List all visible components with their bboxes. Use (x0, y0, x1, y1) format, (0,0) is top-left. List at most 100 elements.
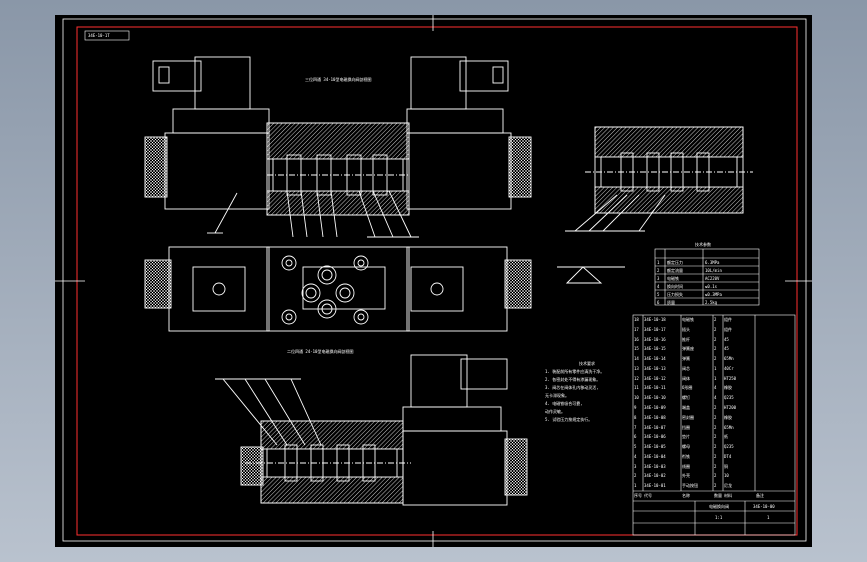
parts-cell: 尼龙 (724, 483, 732, 489)
note-line: 5. 试验压力按规定执行。 (545, 417, 593, 422)
parts-cell: 34E-10-10 (644, 395, 666, 401)
drawing-number: 34E-10-00 (753, 504, 775, 509)
parts-cell: 34E-10-02 (644, 473, 666, 479)
parts-cell: 34E-10-03 (644, 463, 666, 469)
parts-header-cell: 代号 (644, 493, 652, 498)
parts-cell: 34E-10-01 (644, 483, 666, 489)
param-cell: 额定流量 (667, 268, 683, 273)
parts-cell: 34E-10-13 (644, 365, 666, 371)
parts-header-cell: 备注 (756, 493, 764, 498)
parts-header-cell: 数量 (714, 493, 722, 498)
parts-header-cell: 名称 (682, 493, 690, 498)
parts-cell: DT4 (724, 453, 732, 459)
parts-cell: HT250 (724, 375, 737, 381)
parts-cell: 34E-10-17 (644, 326, 666, 332)
param-cell: 额定压力 (667, 260, 683, 265)
tag-label: 34E-10-1T (88, 33, 110, 38)
parts-cell: 推杆 (682, 336, 690, 342)
parts-cell: 2 (714, 444, 717, 450)
parts-cell: 15 (634, 346, 639, 352)
parts-cell: 1 (714, 365, 717, 371)
top-view (144, 246, 532, 332)
tag-box (84, 30, 130, 41)
parts-cell: 40Cr (724, 365, 734, 371)
param-cell: ≤0.1s (705, 284, 718, 289)
parts-cell: Q235 (724, 444, 734, 450)
parts-cell: 插头 (682, 326, 690, 332)
parts-cell: 2 (714, 473, 717, 479)
param-cell: 2 (657, 268, 660, 273)
parts-cell: 34E-10-04 (644, 453, 666, 459)
parts-cell: Q235 (724, 395, 734, 401)
parts-cell: 9 (634, 405, 637, 410)
parts-cell: 10 (634, 395, 639, 401)
param-cell: 3 (657, 276, 660, 281)
parts-cell: HT200 (724, 405, 737, 410)
parts-cell: 4 (634, 453, 637, 459)
drawing-sheet: 1 (767, 515, 770, 520)
assembly-drawing[interactable] (55, 15, 812, 547)
notes-title: 技术要求 (579, 361, 595, 366)
parts-cell: 2 (714, 414, 717, 420)
parts-cell: 34E-10-11 (644, 385, 666, 391)
parts-cell: 2 (714, 317, 717, 322)
parts-cell: 34E-10-18 (644, 317, 666, 322)
param-cell: 5 (657, 292, 660, 297)
parts-cell: 2 (714, 356, 717, 362)
parts-cell: 34E-10-16 (644, 336, 666, 342)
parts-cell: 2 (634, 473, 637, 479)
param-cell: 1 (657, 260, 660, 265)
param-cell: 压力损失 (667, 292, 683, 297)
parts-cell: 铜 (724, 463, 728, 469)
parts-cell: 65Mn (724, 356, 734, 362)
bottom-section-view (215, 354, 528, 506)
param-cell: 质量 (667, 300, 675, 305)
parts-cell: 13 (634, 365, 639, 371)
parts-header-cell: 序号 (634, 493, 642, 498)
parts-cell: 10 (724, 473, 729, 479)
param-cell: ≤0.3MPa (705, 292, 722, 297)
note-line: 3. 阀芯在阀体孔内移动灵活, (545, 385, 599, 390)
parts-list-grid (632, 314, 796, 536)
parts-cell: 组件 (724, 326, 732, 332)
param-cell: AC220V (705, 276, 720, 281)
view-caption-bottom: 二位四通 24-10型电磁换向阀剖视图 (287, 349, 354, 354)
note-line: 1. 装配前所有零件应清洗干净。 (545, 369, 605, 374)
parts-cell: 组件 (724, 317, 732, 322)
parts-cell: 阀芯 (682, 365, 690, 371)
parts-cell: 电磁铁 (682, 317, 694, 322)
param-cell: 电磁铁 (667, 276, 679, 281)
parts-cell: 34E-10-09 (644, 405, 666, 410)
parts-cell: 2 (714, 434, 717, 440)
parts-cell: 螺钉 (682, 395, 690, 401)
parts-cell: 挡圈 (682, 424, 690, 430)
parts-cell: 5 (634, 444, 637, 450)
parts-cell: 8 (634, 414, 637, 420)
parts-cell: 34E-10-12 (644, 375, 666, 381)
parts-cell: 螺母 (682, 444, 690, 450)
parts-cell: 14 (634, 356, 639, 362)
note-line: 4. 电磁铁吸合可靠, (545, 401, 583, 406)
param-table-grid (654, 248, 760, 306)
parts-cell: 1 (634, 483, 637, 489)
parts-cell: 2 (714, 424, 717, 430)
parts-cell: 线圈 (682, 463, 690, 469)
view-caption-front: 三位四通 34-10型电磁换向阀剖视图 (305, 77, 372, 82)
parts-cell: 65Mn (724, 424, 734, 430)
note-line: 无卡滞现象。 (545, 393, 569, 398)
parts-cell: 橡胶 (724, 414, 732, 420)
parts-cell: 2 (714, 483, 717, 489)
cad-viewport[interactable]: 34E-10-1T 三位四通 34-10型电磁换向阀剖视图 二位四通 24-10… (55, 15, 812, 547)
parts-cell: 45 (724, 346, 729, 352)
parts-cell: 34E-10-08 (644, 414, 666, 420)
param-cell: 6 (657, 300, 660, 305)
parts-cell: 3 (634, 463, 637, 469)
parts-cell: 4 (714, 385, 717, 391)
parts-cell: 12 (634, 375, 639, 381)
parts-cell: 2 (714, 336, 717, 342)
param-cell: 2.5kg (705, 300, 718, 305)
parts-cell: 6 (634, 434, 637, 440)
parts-cell: 端盖 (682, 405, 690, 410)
parts-cell: 34E-10-06 (644, 434, 666, 440)
parts-header-cell: 材料 (724, 493, 732, 498)
